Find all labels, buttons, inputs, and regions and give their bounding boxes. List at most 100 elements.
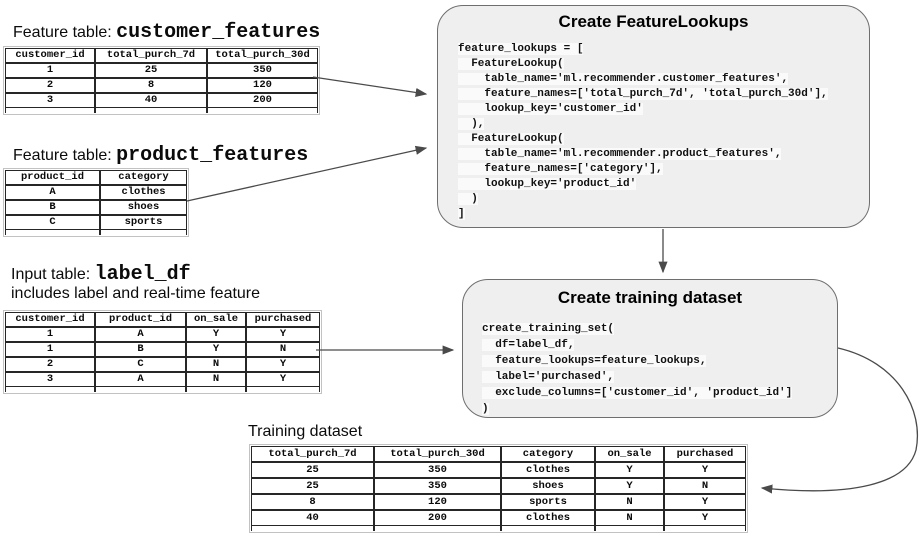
column-header: total_purch_30d: [207, 48, 318, 63]
column-header: customer_id: [5, 48, 95, 63]
customer-table-title: Feature table: customer_features: [13, 21, 320, 44]
table-stub-row: [5, 230, 187, 235]
column-header: product_id: [5, 170, 100, 185]
table-cell: 3: [5, 372, 95, 387]
table-cell: N: [664, 478, 746, 494]
table-cell: C: [5, 215, 100, 230]
column-header: total_purch_7d: [251, 446, 374, 462]
code-line: feature_lookups=feature_lookups,: [482, 355, 707, 367]
table-cell: A: [95, 372, 186, 387]
table-cell: 1: [5, 327, 95, 342]
table-cell: 350: [374, 462, 501, 478]
table-cell: N: [246, 342, 320, 357]
table-cell: B: [95, 342, 186, 357]
feature-lookups-box: Create FeatureLookups: [437, 5, 870, 228]
product-table-title: Feature table: product_features: [13, 144, 308, 167]
table-cell: 25: [95, 63, 207, 78]
table-cell: 120: [374, 494, 501, 510]
label-table-subtitle: includes label and real-time feature: [11, 285, 261, 302]
table-cell: A: [5, 185, 100, 200]
code-line: ): [458, 193, 478, 205]
column-header: purchased: [246, 312, 320, 327]
table-cell: clothes: [501, 510, 595, 526]
table-cell: 1: [5, 342, 95, 357]
label-table-title: Input table: label_df: [11, 263, 191, 286]
arrow-customer-features-to-lookups: [312, 76, 428, 97]
code-line: ): [482, 403, 489, 415]
column-header: category: [501, 446, 595, 462]
table-stub-row: [251, 526, 746, 531]
table-cell: A: [95, 327, 186, 342]
column-header: category: [100, 170, 187, 185]
table-cell: 2: [5, 78, 95, 93]
training-set-code: create_training_set( df=label_df, featur…: [482, 320, 793, 416]
column-header: purchased: [664, 446, 746, 462]
code-line: feature_names=['total_purch_7d', 'total_…: [458, 88, 828, 100]
table-cell: sports: [100, 215, 187, 230]
table-cell: Y: [595, 462, 664, 478]
code-line: label='purchased',: [482, 371, 615, 383]
column-header: total_purch_7d: [95, 48, 207, 63]
table-stub-row: [5, 387, 320, 392]
table-cell: N: [186, 357, 246, 372]
table-cell: shoes: [501, 478, 595, 494]
table-cell: shoes: [100, 200, 187, 215]
code-line: feature_lookups = [: [458, 43, 584, 55]
table-cell: Y: [595, 478, 664, 494]
table-cell: Y: [246, 327, 320, 342]
column-header: on_sale: [186, 312, 246, 327]
table-cell: 40: [251, 510, 374, 526]
code-line: df=label_df,: [482, 339, 575, 351]
table-cell: 25: [251, 478, 374, 494]
table-cell: Y: [186, 327, 246, 342]
table-cell: 3: [5, 93, 95, 108]
table-cell: 350: [374, 478, 501, 494]
column-header: total_purch_30d: [374, 446, 501, 462]
table-cell: 8: [95, 78, 207, 93]
table-stub-row: [5, 108, 318, 113]
column-header: product_id: [95, 312, 186, 327]
customer-table-title-name: customer_features: [116, 21, 321, 44]
training-dataset-box-title: Create training dataset: [557, 288, 743, 307]
table-cell: 8: [251, 494, 374, 510]
table-cell: 25: [251, 462, 374, 478]
code-line: create_training_set(: [482, 323, 615, 335]
code-line: lookup_key='product_id': [458, 178, 637, 190]
table-cell: N: [595, 510, 664, 526]
product-table-title-prefix: Feature table:: [13, 147, 117, 164]
table-cell: clothes: [501, 462, 595, 478]
feature-lookups-code: feature_lookups = [ FeatureLookup( table…: [458, 40, 828, 220]
table-cell: 120: [207, 78, 318, 93]
code-line: ),: [458, 118, 485, 130]
table-cell: 350: [207, 63, 318, 78]
table-cell: clothes: [100, 185, 187, 200]
code-line: ]: [458, 208, 465, 220]
table-cell: N: [186, 372, 246, 387]
column-header: on_sale: [595, 446, 664, 462]
feature-lookups-box-title: Create FeatureLookups: [558, 12, 749, 31]
code-line: FeatureLookup(: [458, 58, 564, 70]
code-line: feature_names=['category'],: [458, 163, 663, 175]
code-line: exclude_columns=['customer_id', 'product…: [482, 387, 793, 399]
column-header: customer_id: [5, 312, 95, 327]
training-dataset-title: Training dataset: [248, 423, 363, 440]
table-cell: 2: [5, 357, 95, 372]
table-cell: Y: [246, 372, 320, 387]
